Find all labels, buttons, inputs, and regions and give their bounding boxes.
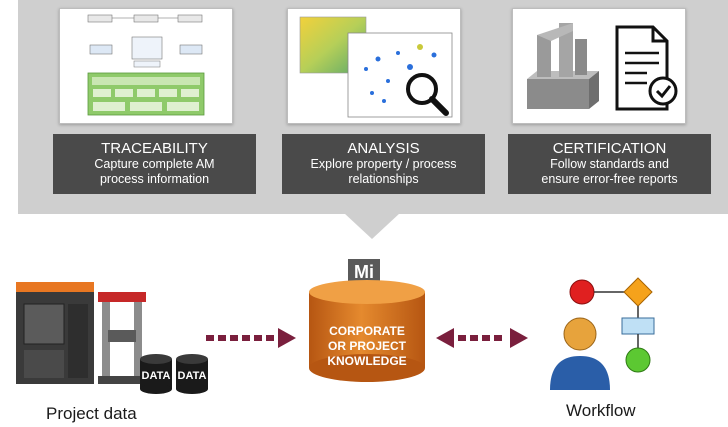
- certification-thumbnail: [512, 8, 686, 124]
- analysis-thumbnail: [287, 8, 461, 124]
- traceability-title: TRACEABILITY: [101, 140, 208, 157]
- banner-pointer: [344, 213, 400, 239]
- certificate-document-icon: [615, 25, 678, 111]
- checkmark-icon: [648, 76, 678, 106]
- traceability-line-2: process information: [99, 172, 210, 186]
- certification-line-2: ensure error-free reports: [541, 172, 678, 186]
- 3d-printer-machine-image: [16, 282, 94, 384]
- workflow-illustration: [550, 277, 655, 390]
- data-disk-label-1: DATA: [141, 370, 171, 382]
- project-data-illustration: [16, 282, 146, 384]
- test-rig-machine-image: [98, 292, 146, 384]
- workflow-icon: [569, 277, 655, 373]
- traceability-thumbnail: [59, 8, 233, 124]
- knowledge-label: CORPORATE OR PROJECT KNOWLEDGE: [308, 324, 426, 369]
- analysis-card: ANALYSIS Explore property / process rela…: [282, 134, 485, 194]
- analysis-line-1: Explore property / process: [310, 157, 457, 171]
- user-icon: [550, 317, 610, 390]
- knowledge-line-1: CORPORATE: [329, 324, 405, 338]
- certification-title: CERTIFICATION: [552, 140, 667, 157]
- certification-card: CERTIFICATION Follow standards and ensur…: [508, 134, 711, 194]
- flowchart-thumbnail: [87, 14, 205, 116]
- traceability-card: TRACEABILITY Capture complete AM process…: [53, 134, 256, 194]
- project-data-caption: Project data: [46, 404, 137, 423]
- analysis-line-2: relationships: [348, 172, 419, 186]
- dotted-arrow-icon: [206, 328, 296, 348]
- knowledge-line-3: KNOWLEDGE: [327, 354, 407, 368]
- knowledge-database-icon: [309, 280, 425, 382]
- magnifier-icon: [406, 73, 449, 116]
- data-disk-label-2: DATA: [177, 370, 207, 382]
- traceability-line-1: Capture complete AM: [94, 157, 215, 171]
- bidirectional-dotted-arrow-icon: [436, 328, 528, 348]
- analysis-title: ANALYSIS: [347, 140, 420, 157]
- data-cylinder-icon: [140, 354, 208, 394]
- workflow-caption: Workflow: [566, 401, 636, 420]
- 3d-printed-part-image: [527, 23, 599, 109]
- certification-line-1: Follow standards and: [550, 157, 669, 171]
- knowledge-line-2: OR PROJECT: [327, 339, 406, 353]
